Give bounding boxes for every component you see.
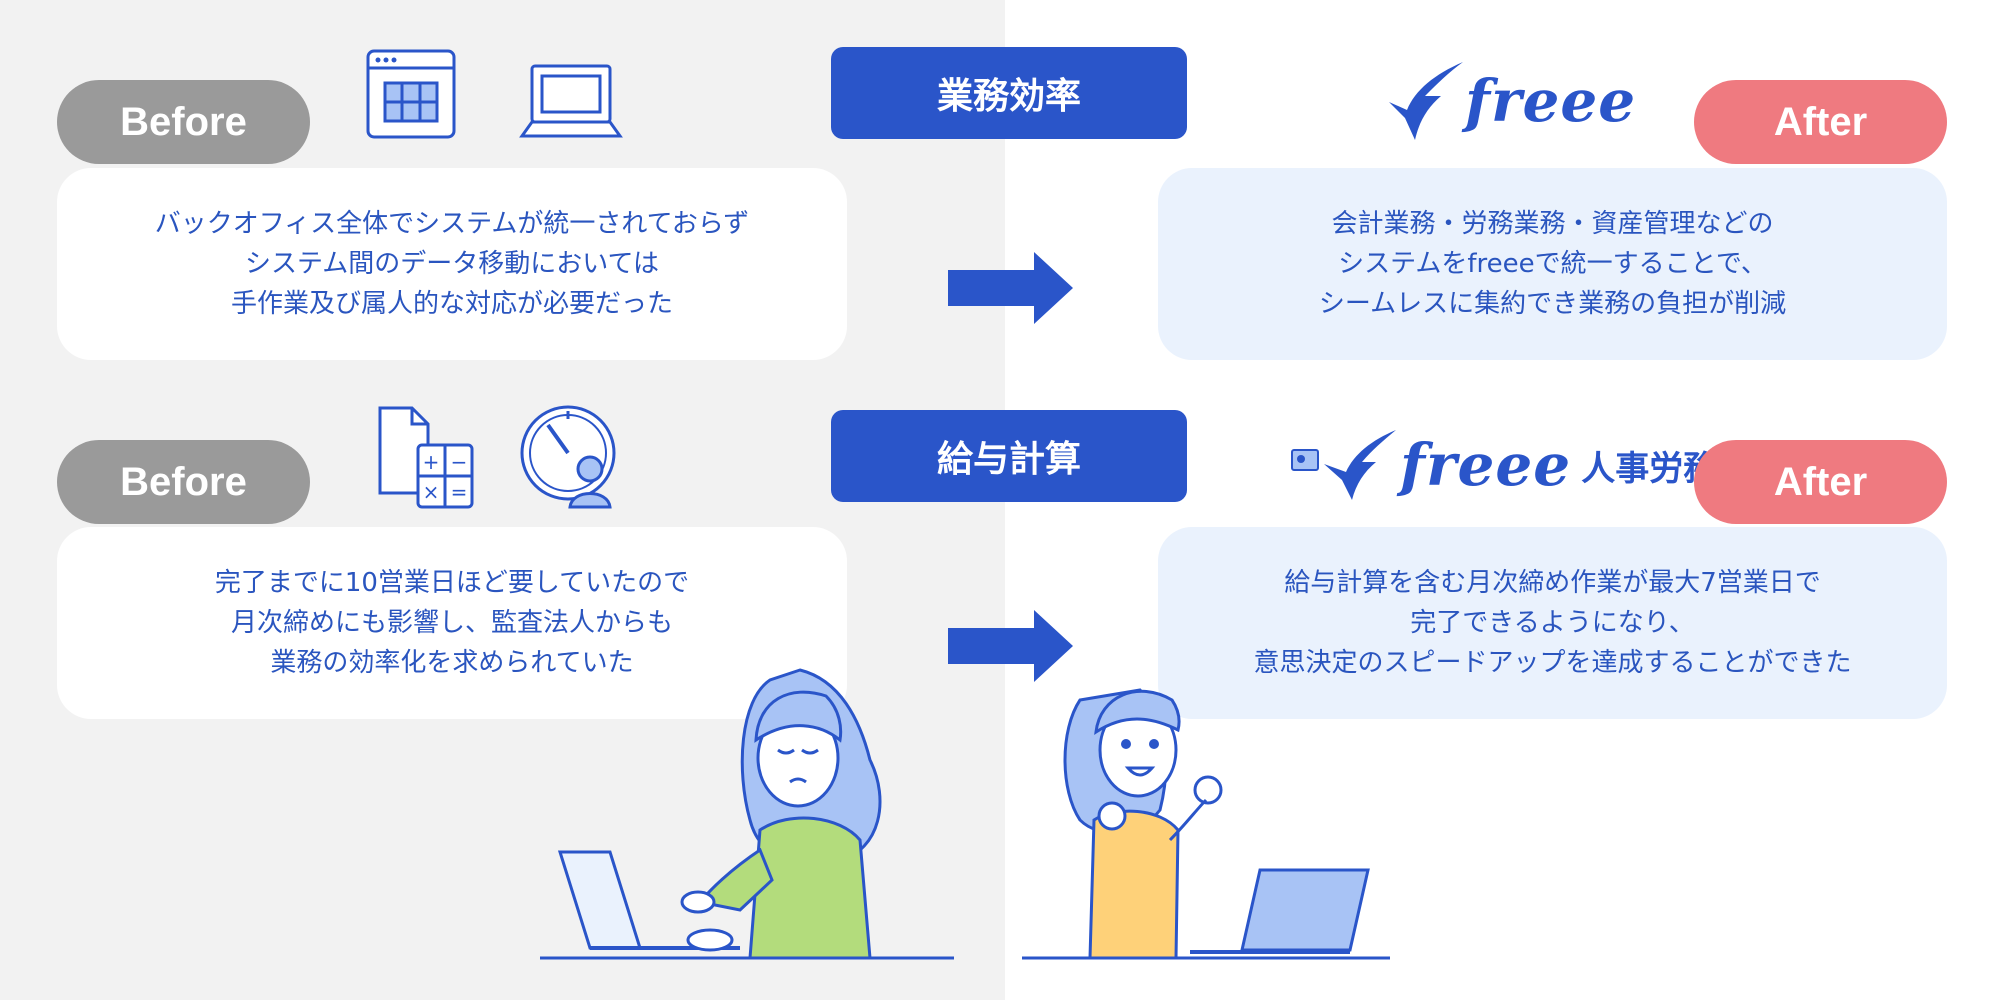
before-card-2: 完了までに10営業日ほど要していたので 月次締めにも影響し、監査法人からも 業務…: [57, 527, 847, 719]
clock-person-icon: [520, 405, 616, 509]
freee-hr-logo: freee 人事労務: [1290, 428, 1717, 502]
freee-wordmark: freee: [1465, 67, 1637, 135]
before-text-line: 月次締めにも影響し、監査法人からも: [230, 608, 673, 638]
before-text-line: 完了までに10営業日ほど要していたので: [214, 568, 690, 598]
after-text-line: 会計業務・労務業務・資産管理などの: [1331, 209, 1774, 239]
after-pill-1: After: [1694, 80, 1947, 164]
after-text-line: シームレスに集約でき業務の負担が削減: [1318, 289, 1787, 319]
bird-icon: [1389, 62, 1463, 140]
before-text-line: 業務の効率化を求められていた: [270, 648, 634, 678]
arrow-right-icon: [948, 610, 1073, 682]
after-card-2: 給与計算を含む月次締め作業が最大7営業日で 完了できるようになり、 意思決定のス…: [1158, 527, 1947, 719]
bird-card-icon: [1291, 430, 1396, 500]
svg-text:−: −: [451, 450, 468, 474]
before-pill-2: Before: [57, 440, 310, 524]
after-text-line: 意思決定のスピードアップを達成することができた: [1253, 648, 1852, 678]
before-text-line: システム間のデータ移動においては: [245, 249, 659, 279]
svg-text:×: ×: [423, 480, 440, 504]
before-card-1: バックオフィス全体でシステムが統一されておらず システム間のデータ移動においては…: [57, 168, 847, 360]
after-pill-2: After: [1694, 440, 1947, 524]
laptop-icon: [519, 64, 623, 138]
before-pill-1: Before: [57, 80, 310, 164]
after-card-1: 会計業務・労務業務・資産管理などの システムをfreeeで統一することで、 シー…: [1158, 168, 1947, 360]
after-text-line: システムをfreeeで統一することで、: [1338, 249, 1767, 279]
svg-text:+: +: [423, 450, 440, 474]
before-text-line: バックオフィス全体でシステムが統一されておらず: [154, 209, 750, 239]
before-text-line: 手作業及び属人的な対応が必要だった: [230, 289, 673, 319]
arrow-right-icon: [948, 252, 1073, 324]
happy-woman-laptop-illustration: [1022, 688, 1390, 960]
document-calculator-icon: + − × =: [378, 406, 474, 509]
freee-wordmark: freee: [1400, 431, 1572, 499]
svg-text:=: =: [451, 480, 468, 504]
worried-woman-laptop-illustration: [540, 668, 954, 960]
after-text-line: 給与計算を含む月次締め作業が最大7営業日で: [1284, 568, 1821, 598]
after-text-line: 完了できるようになり、: [1410, 608, 1695, 638]
section-header-efficiency: 業務効率: [831, 47, 1187, 139]
section-header-payroll: 給与計算: [831, 410, 1187, 502]
spreadsheet-window-icon: [366, 49, 456, 139]
freee-logo: freee: [1385, 60, 1636, 142]
